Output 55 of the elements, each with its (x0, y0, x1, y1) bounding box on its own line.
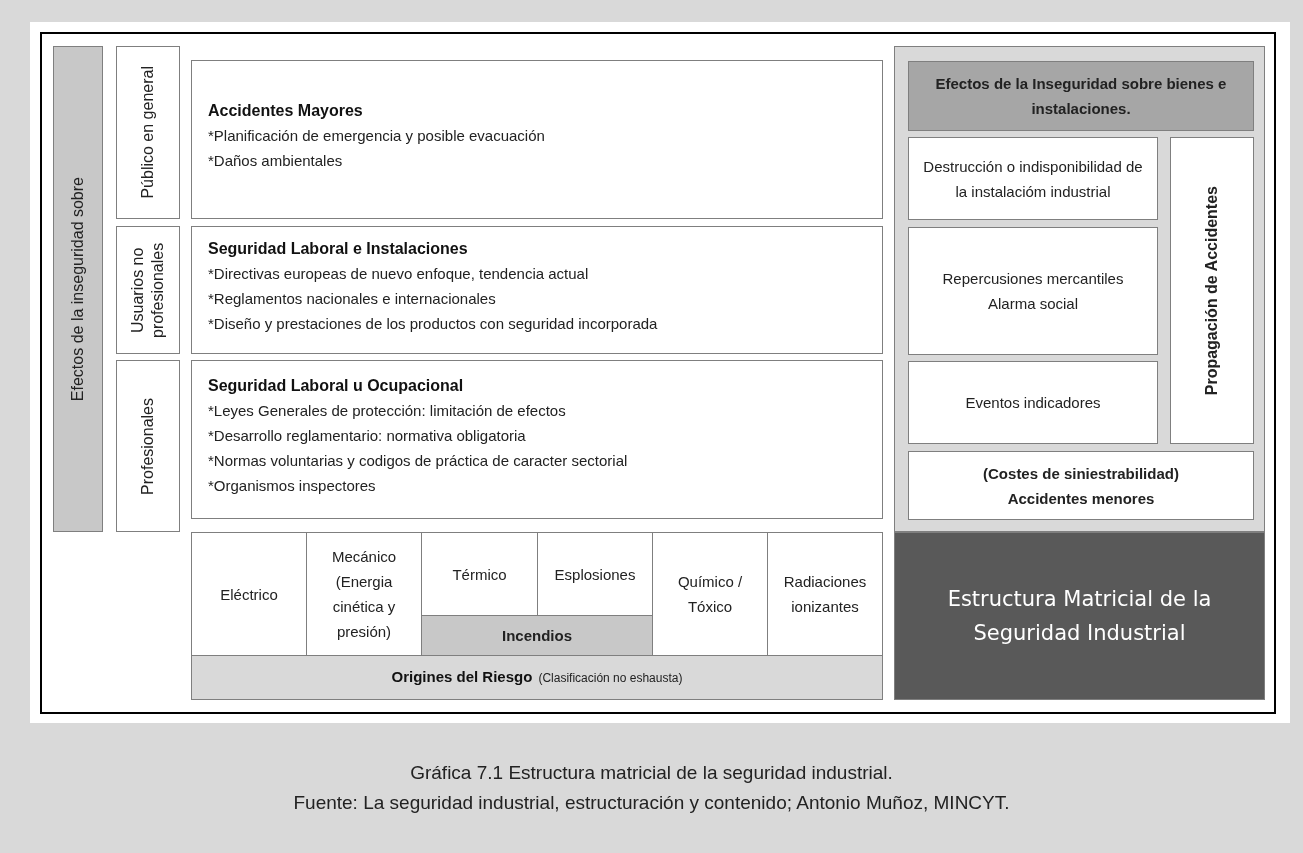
row-label: Público en general (138, 66, 157, 199)
label-box (116, 46, 180, 219)
bullet-item: *Directivas europeas de nuevo enfoque, tendencia actual (208, 263, 590, 284)
label-box (191, 226, 883, 354)
bullet-item: *Planificación de emergencia y posible evacuación (208, 125, 546, 146)
label-box (1170, 137, 1254, 444)
box-label: Alarma social (988, 294, 1078, 314)
panel (894, 46, 1265, 532)
box-label: Destrucción o indisponibilidad de la instalacióm industrial (922, 156, 1144, 202)
label-box (908, 227, 1158, 355)
label-box (908, 361, 1158, 444)
box-label: Efectos de la Inseguridad sobre bienes e instalaciones. (934, 74, 1228, 119)
bullet-item: *Leyes Generales de protección: limitación de efectos (208, 400, 567, 421)
label-box (421, 615, 653, 656)
label-box (908, 137, 1158, 220)
label-box (116, 226, 180, 354)
label-box (767, 532, 883, 656)
box-label: Radiaciones ionizantes (782, 572, 868, 617)
bullet-item: *Reglamentos nacionales e internacionales (208, 288, 497, 309)
box-note: (Clasificación no eshausta) (538, 669, 683, 687)
bullet-item: *Normas voluntarias y codigos de práctica de caracter sectorial (208, 450, 629, 471)
label-box (191, 655, 883, 700)
label-box (908, 451, 1254, 520)
box-label: Origines del Riesgo (391, 667, 533, 688)
row-label: Usuarios no profesionales (128, 241, 167, 340)
row-label: Propagación de Accidentes (1202, 185, 1221, 396)
section-heading: Seguridad Laboral e Instalaciones (208, 238, 469, 259)
box-label: Incendios (502, 626, 572, 646)
section-heading: Accidentes Mayores (208, 100, 364, 121)
label-box (53, 46, 103, 532)
box-label: Térmico (452, 564, 507, 585)
label-box (894, 532, 1265, 700)
row-label: Efectos de la inseguridad sobre (68, 176, 87, 402)
bullet-item: *Organismos inspectores (208, 475, 377, 496)
section-heading: Seguridad Laboral u Ocupacional (208, 375, 465, 396)
box-label: Repercusiones mercantiles (942, 269, 1124, 289)
bullet-item: *Desarrollo reglamentario: normativa obligatoria (208, 425, 527, 446)
box-label: (Costes de siniestrabilidad) (983, 463, 1179, 484)
box-label: Eventos indicadores (965, 393, 1101, 413)
box-label: Accidentes menores (1007, 488, 1155, 509)
label-box (116, 360, 180, 532)
source-note: Fuente: La seguridad industrial, estructuración y contenido; Antonio Muñoz, MINCYT. (293, 791, 1010, 815)
row-label: Profesionales (138, 397, 157, 495)
label-box (191, 532, 307, 656)
bullet-item: *Daños ambientales (208, 150, 344, 171)
label-box (908, 61, 1254, 131)
box-label: Esplosiones (554, 564, 636, 585)
bullet-item: *Diseño y prestaciones de los productos con seguridad incorporada (208, 313, 659, 334)
box-label: Eléctrico (220, 584, 278, 605)
label-box (191, 60, 883, 219)
title-label: Estructura Matricial de la Seguridad Industrial (946, 586, 1213, 647)
box-label: Mecánico (Energia cinética y presión) (330, 547, 398, 642)
box-label: Químico / Tóxico (676, 572, 744, 617)
caption: Gráfica 7.1 Estructura matricial de la seguridad industrial. (410, 761, 893, 785)
label-box (191, 360, 883, 519)
